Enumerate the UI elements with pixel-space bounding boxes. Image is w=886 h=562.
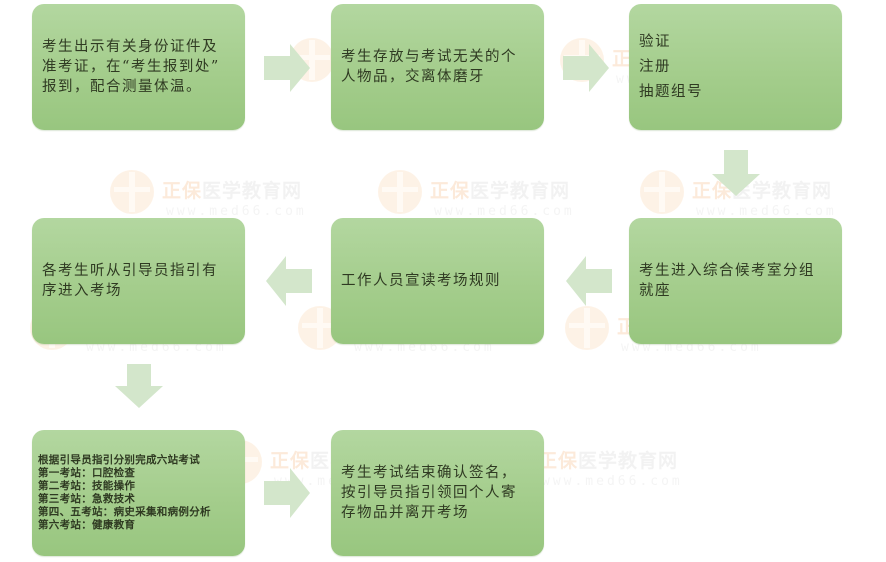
flow-step-3-verify: 验证 注册 抽题组号 bbox=[629, 4, 842, 130]
watermark-brand: 正保 bbox=[162, 180, 203, 202]
arrow-down-icon bbox=[113, 364, 165, 410]
watermark-brand-text: 医学教育网 bbox=[202, 180, 303, 202]
flow-step-8-finish: 考生考试结束确认签名， 按引导员指引领回个人寄 存物品并离开考场 bbox=[331, 430, 544, 556]
watermark-logo-icon bbox=[640, 170, 684, 214]
arrow-right-icon bbox=[264, 44, 312, 92]
flow-step-7-six-stations: 根据引导员指引分别完成六站考试 第一考站：口腔检查 第二考站：技能操作 第三考站… bbox=[32, 430, 245, 556]
watermark-brand-text: 医学教育网 bbox=[578, 450, 679, 472]
flow-step-6-enter-exam: 各考生听从引导员指引有 序进入考场 bbox=[32, 218, 245, 344]
flow-step-4-waiting-room: 考生进入综合候考室分组 就座 bbox=[629, 218, 842, 344]
watermark-brand: 正保 bbox=[538, 450, 579, 472]
arrow-right-icon bbox=[563, 44, 611, 92]
watermark-logo-icon bbox=[378, 170, 422, 214]
step-text: 考生进入综合候考室分组 就座 bbox=[639, 263, 815, 299]
arrow-right-icon bbox=[264, 468, 312, 518]
flow-step-5-read-rules: 工作人员宣读考场规则 bbox=[331, 218, 544, 344]
step-text: 考生考试结束确认签名， 按引导员指引领回个人寄 存物品并离开考场 bbox=[341, 465, 517, 521]
watermark-url: www.med66.com bbox=[166, 204, 307, 219]
watermark-logo-icon bbox=[565, 306, 609, 350]
step-text: 各考生听从引导员指引有 序进入考场 bbox=[42, 263, 218, 299]
watermark-brand-text: 医学教育网 bbox=[470, 180, 571, 202]
step-text: 考生出示有关身份证件及 准考证，在“考生报到处” 报到，配合测量体温。 bbox=[42, 39, 220, 95]
watermark-brand: 正保 bbox=[430, 180, 471, 202]
watermark-url: www.med66.com bbox=[696, 204, 837, 219]
flow-step-2-store-items: 考生存放与考试无关的个 人物品，交离体磨牙 bbox=[331, 4, 544, 130]
watermark-url: www.med66.com bbox=[542, 474, 683, 489]
flow-step-1-checkin: 考生出示有关身份证件及 准考证，在“考生报到处” 报到，配合测量体温。 bbox=[32, 4, 245, 130]
step-text: 根据引导员指引分别完成六站考试 第一考站：口腔检查 第二考站：技能操作 第三考站… bbox=[38, 454, 211, 531]
watermark-url: www.med66.com bbox=[434, 204, 575, 219]
step-text: 考生存放与考试无关的个 人物品，交离体磨牙 bbox=[341, 49, 517, 85]
watermark-logo-icon bbox=[110, 170, 154, 214]
step-text: 验证 注册 抽题组号 bbox=[639, 33, 703, 100]
arrow-down-icon bbox=[712, 150, 760, 198]
step-text: 工作人员宣读考场规则 bbox=[341, 273, 501, 289]
arrow-left-icon bbox=[264, 256, 312, 306]
arrow-left-icon bbox=[564, 256, 612, 306]
